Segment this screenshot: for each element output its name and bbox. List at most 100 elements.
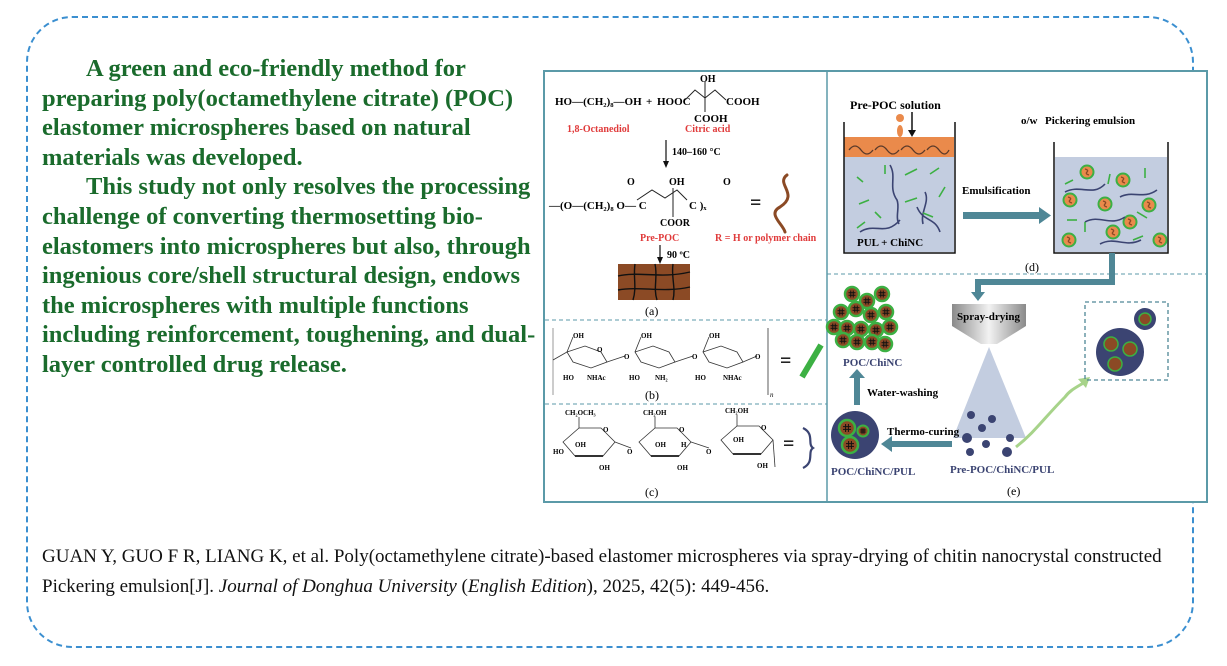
polymer-o-1: O (627, 177, 635, 188)
beaker-1-label: PUL + ChiNC (857, 237, 923, 249)
prepoc-chains-in-oil (848, 145, 950, 155)
crosslinked-network-block (618, 264, 690, 300)
chinc-rods-beaker-1 (856, 165, 946, 229)
pullulan-o-1: O (603, 426, 609, 434)
pullulan-oh-3: OH (655, 441, 666, 449)
arrowhead-icon (663, 161, 669, 168)
step1-condition: 140–160 °C (672, 147, 721, 158)
arrowhead-icon (971, 292, 985, 301)
r-note: R = H or polymer chain (715, 233, 817, 244)
emulsification-arrow (963, 212, 1041, 219)
polymer-left: —(O—(CH₂)₈ O— C (548, 200, 647, 212)
arrowhead-icon (1039, 207, 1051, 224)
chitin-o-3: O (692, 353, 698, 361)
polymer-backbone (636, 189, 688, 201)
caption-d: (d) (1025, 260, 1039, 274)
pullulan-ch2oh-2: CH₂OH (725, 407, 749, 415)
panel-b: OH OH OH O O O O HO NHAc HO NH₂ HO NHAc … (552, 328, 824, 402)
citation-journal: Journal of Donghua University (218, 576, 457, 597)
hatch-lines (872, 326, 880, 334)
polymer-coor: COOR (660, 218, 691, 229)
droplet-chain (1084, 168, 1090, 176)
spray-nozzle (952, 304, 1026, 326)
beaker-1 (843, 122, 956, 254)
octanediol-formula: HO—(CH₂)₈—OH (555, 96, 642, 108)
hatch-lines (853, 338, 861, 346)
core-2 (1122, 341, 1138, 357)
pul-core (837, 418, 857, 438)
poc-chinc-particle (863, 333, 881, 351)
pullulan-oh-4: OH (677, 464, 688, 472)
hatch-lines (881, 340, 889, 348)
pullulan-oh-5: OH (733, 436, 744, 444)
arrowhead-icon (881, 436, 892, 452)
prepoc-solution-label: Pre-POC solution (850, 98, 941, 112)
citation-paren: ( (456, 576, 468, 597)
pul-chains-beaker-2 (1064, 183, 1158, 245)
core-3 (1107, 356, 1123, 372)
connector-arrow (975, 253, 1115, 294)
poc-chinc-pul-label: POC/ChiNC/PUL (831, 466, 915, 478)
zoom-arrow (1015, 380, 1086, 449)
hatch-lines (886, 323, 894, 331)
core-1 (1103, 336, 1119, 352)
hatch-lines (857, 325, 865, 333)
summary-paragraph-1: A green and eco-friendly method for prep… (42, 55, 514, 171)
caption-e: (e) (1007, 484, 1020, 498)
pul-core (856, 424, 870, 438)
octanediol-name: 1,8-Octanediol (567, 124, 630, 135)
pul-core (840, 435, 860, 455)
chitin-ho-1: HO (563, 374, 574, 382)
polymer-equals: = (750, 192, 761, 214)
poc-chinc-particle (873, 285, 891, 303)
summary-paragraph-2: This study not only resolves the process… (42, 173, 536, 378)
poc-chinc-label: POC/ChiNC (843, 357, 902, 369)
chinc-rods-beaker-2 (1064, 168, 1148, 241)
hatch-lines (843, 324, 851, 332)
panel-d: Pre-POC solution PUL + ChiNC Emulsificat… (843, 98, 1169, 301)
pullulan-ch2och3: CH₂OCH₃ (565, 409, 596, 417)
chitin-nhac-1: NHAc (587, 374, 606, 382)
droplet-chain (1110, 228, 1116, 236)
spray-drying-label: Spray-drying (957, 311, 1020, 323)
poc-chinc-pul-cores (837, 418, 870, 455)
caption-a: (a) (645, 304, 658, 318)
chitin-oh-1: OH (573, 332, 584, 340)
small-microsphere-core (1138, 312, 1152, 326)
pickering-droplets (1061, 164, 1168, 248)
chitin-ho-3: HO (695, 374, 706, 382)
chitin-oh-2: OH (641, 332, 652, 340)
pullulan-ho: HO (553, 448, 564, 456)
pullulan-o-link-1: O (627, 448, 633, 456)
prepoc-label: Pre-POC (640, 233, 679, 244)
graphical-abstract-figure: HO—(CH₂)₈—OH + HOOC OH COOH COOH 1,8-Oct… (543, 70, 1208, 503)
caption-b: (b) (645, 388, 659, 402)
panel-c: CH₂OCH₃ CH₂OH CH₂OH O O O O O HO OH OH O… (553, 407, 815, 499)
citation-volume-pages: ), 2025, 42(5): 449-456. (586, 576, 770, 597)
arrowhead-icon (849, 369, 865, 378)
arrowhead-icon (657, 257, 663, 264)
water-layer (844, 157, 954, 252)
chinc-rod-icon (799, 343, 824, 379)
droplet-icon (896, 114, 904, 122)
pullulan-o-3: O (761, 424, 767, 432)
pul-chain-icon (802, 427, 815, 469)
hatch-lines (882, 308, 890, 316)
poc-chinc-particle (876, 335, 894, 353)
spray-particles (962, 411, 1014, 457)
polymer-oh: OH (669, 177, 685, 188)
hatch-lines (860, 428, 866, 434)
chitin-rings (552, 328, 769, 395)
arrowhead-icon (908, 130, 916, 137)
hatch-lines (868, 338, 876, 346)
spray-cone (953, 347, 1026, 438)
poc-chinc-particle (832, 303, 850, 321)
pullulan-equals: = (783, 433, 794, 455)
droplet-chain (1157, 236, 1163, 244)
poc-chinc-particle (877, 303, 895, 321)
pullulan-rings (562, 415, 776, 468)
ow-label: o/w (1021, 115, 1038, 127)
citric-cooh-right: COOH (726, 96, 760, 108)
chitin-o-4: O (755, 353, 761, 361)
pul-chains-beaker-1 (859, 164, 941, 233)
